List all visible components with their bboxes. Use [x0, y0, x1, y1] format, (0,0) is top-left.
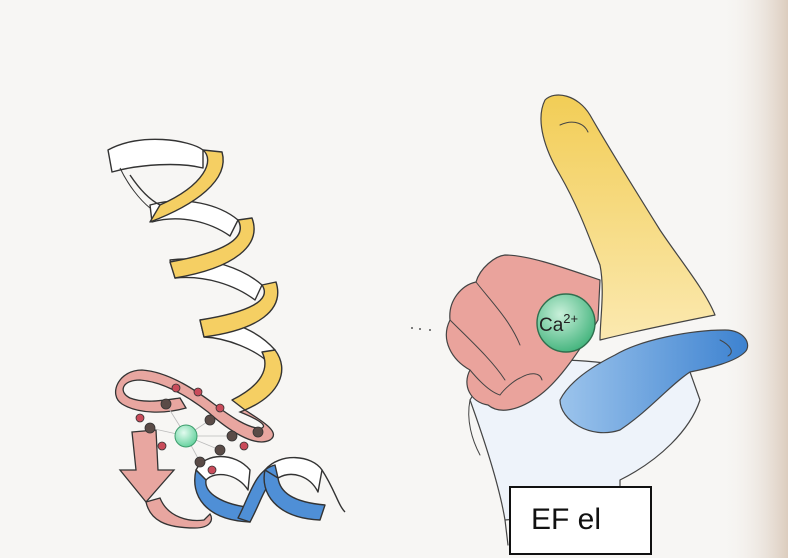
- ef-hand-icon: [446, 95, 747, 545]
- e-helix: [108, 139, 282, 410]
- f-helix: [195, 457, 345, 523]
- calcium-ion-icon: Ca2+: [537, 294, 595, 352]
- protein-ribbon: [108, 139, 345, 528]
- page-edge-shadow: [720, 0, 788, 558]
- separator-dots: [411, 327, 431, 331]
- calcium-ion-small: [175, 425, 197, 447]
- caption-text: EF el: [531, 503, 601, 537]
- ion-charge: 2+: [563, 311, 578, 326]
- ion-label: Ca: [539, 315, 564, 336]
- caption-box: EF el: [509, 486, 652, 555]
- beta-strand-arrow: [120, 430, 174, 502]
